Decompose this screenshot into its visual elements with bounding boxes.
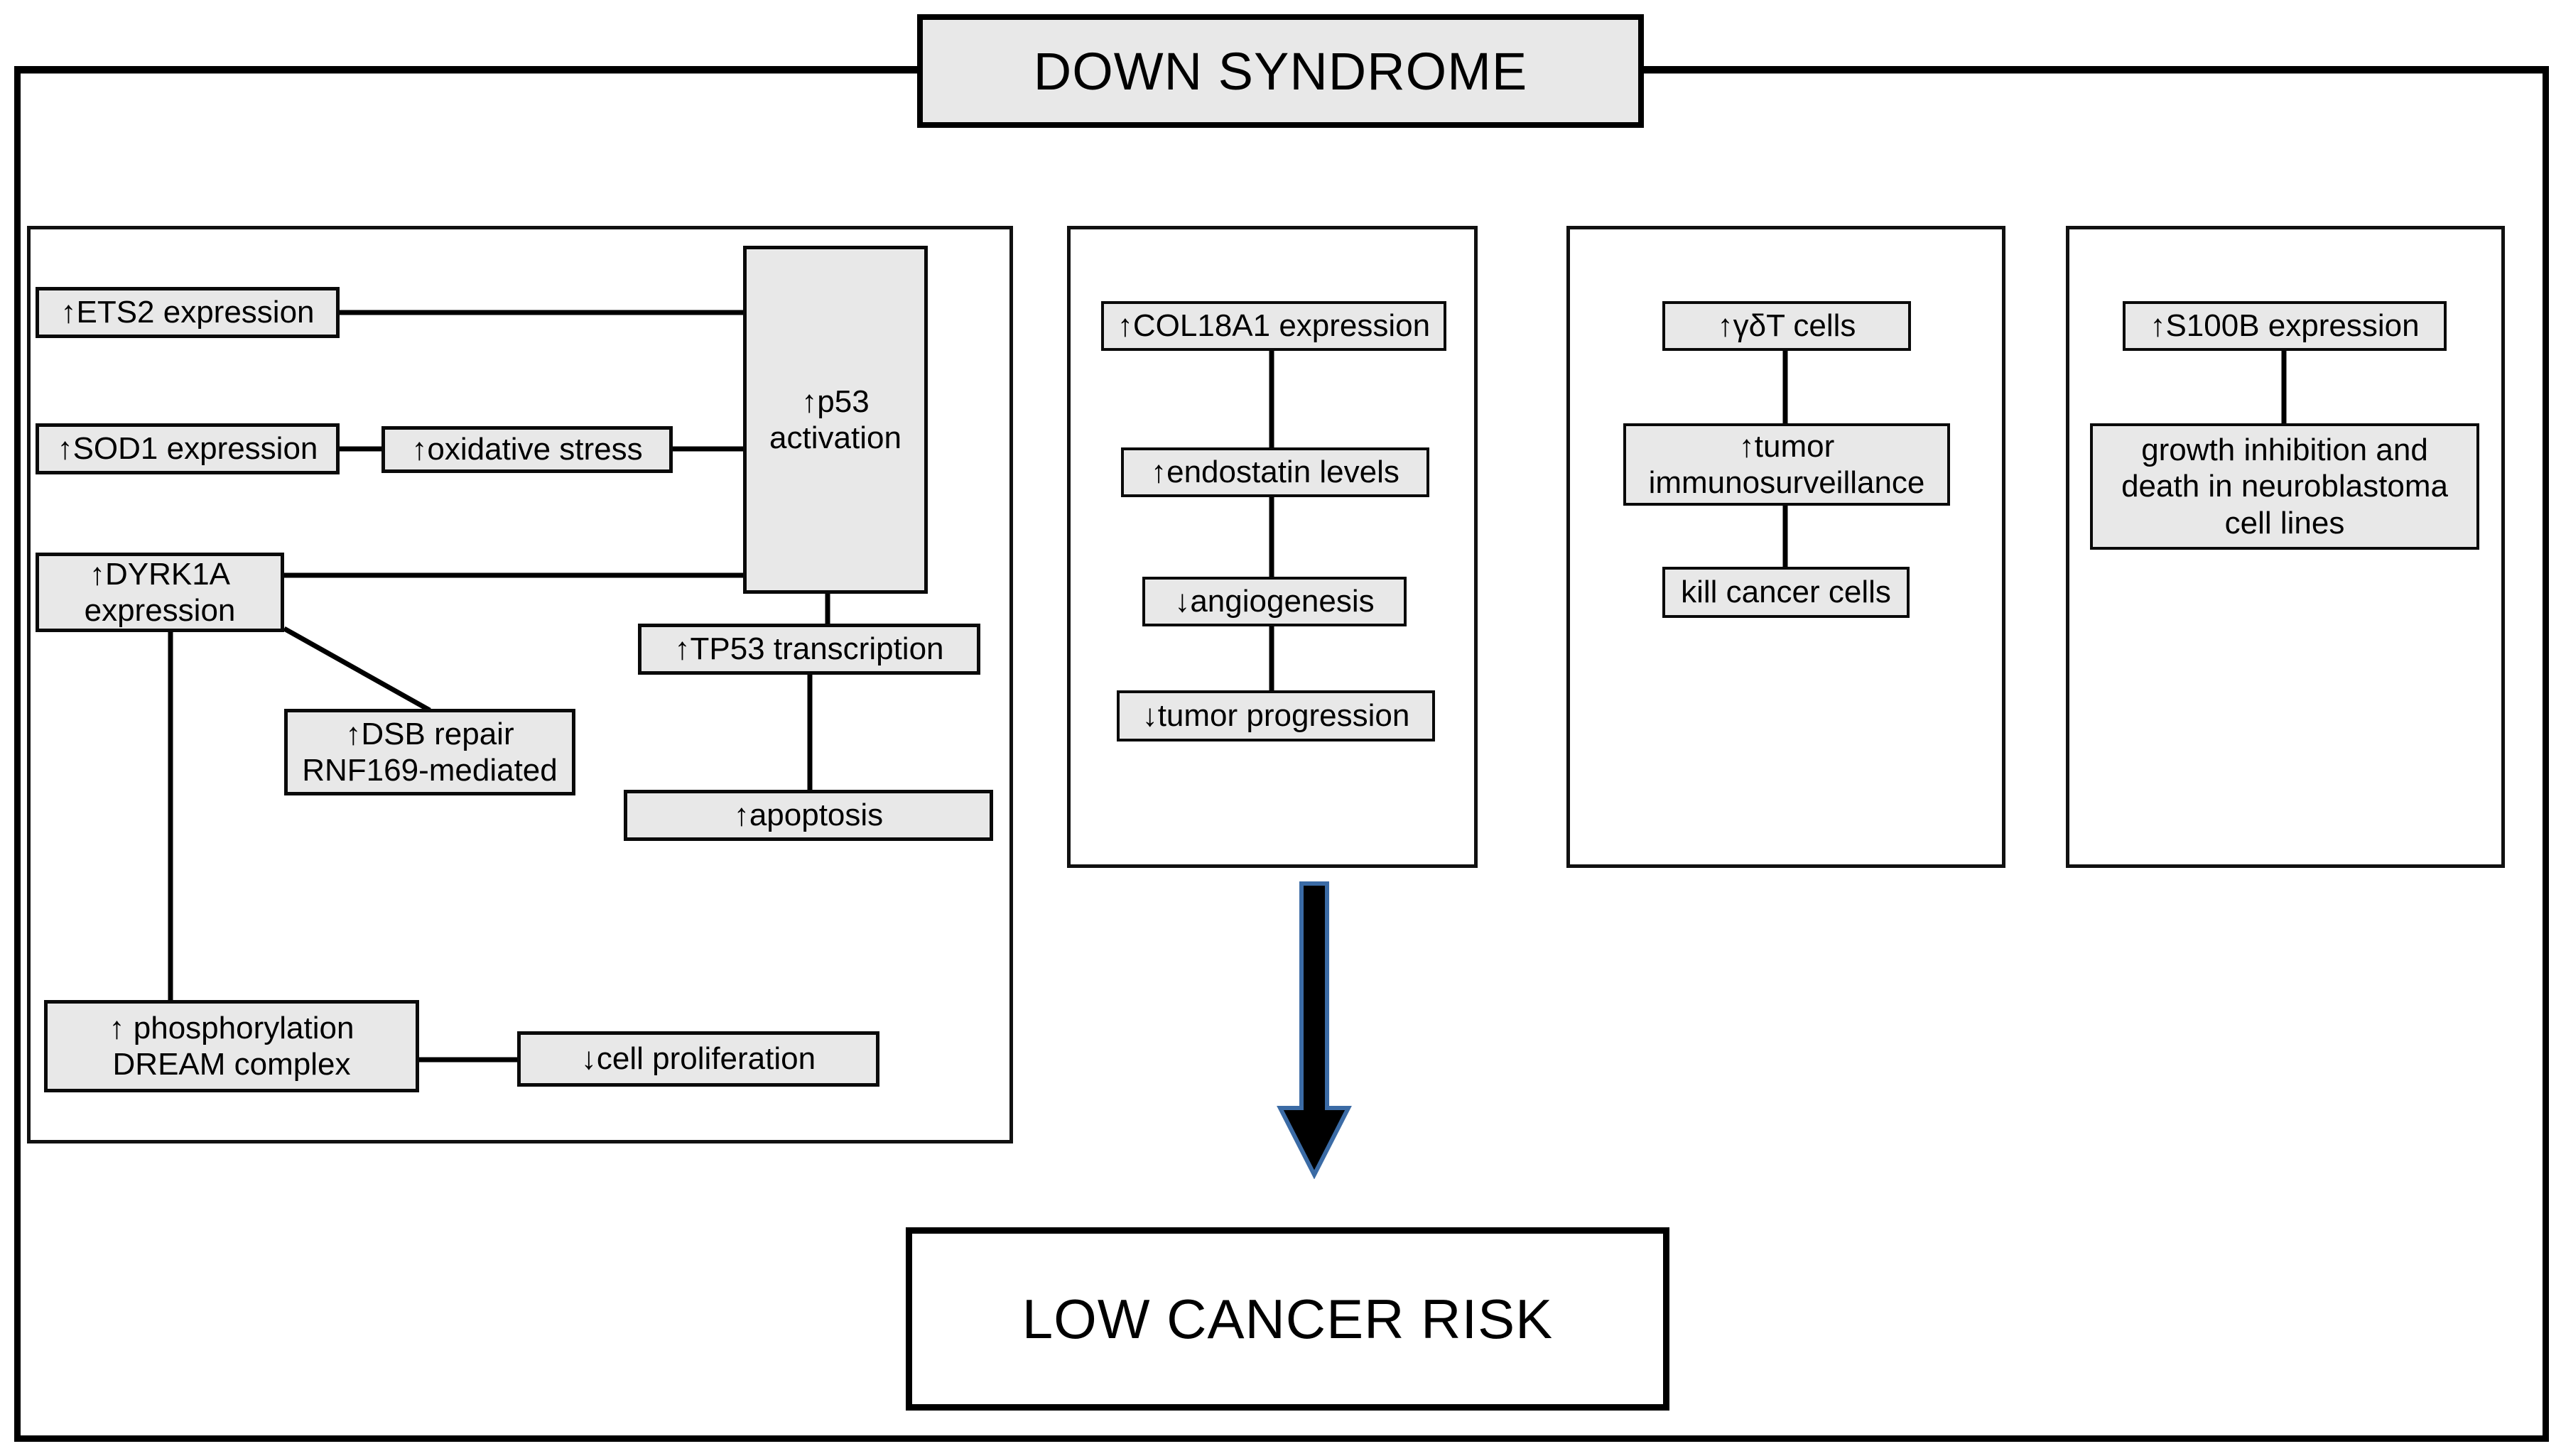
node-dyrk1a[interactable]: ↑DYRK1A expression [36,553,284,632]
page-title-label: DOWN SYNDROME [1033,41,1528,101]
node-label: ↑apoptosis [733,798,884,833]
node-label: ↑DYRK1A expression [84,556,236,628]
node-label: ↓cell proliferation [580,1041,816,1077]
node-label: growth inhibition and death in neuroblas… [2121,433,2448,540]
node-dsb-repair[interactable]: ↑DSB repair RNF169-mediated [284,709,575,795]
down-arrow-icon [1277,881,1352,1179]
node-oxidative-stress[interactable]: ↑oxidative stress [381,426,673,473]
node-label: ↑ phosphorylation DREAM complex [109,1010,354,1082]
node-sod1[interactable]: ↑SOD1 expression [36,423,340,474]
node-kill-cancer-cells[interactable]: kill cancer cells [1662,567,1910,618]
node-label: ↑TP53 transcription [674,631,944,667]
panel-angiogenesis-pathway [1067,226,1478,868]
panel-p53-pathway [27,226,1013,1143]
node-label: ↑oxidative stress [411,432,643,467]
node-angiogenesis[interactable]: ↓angiogenesis [1142,577,1407,626]
node-label: ↓tumor progression [1142,698,1410,734]
node-label: ↑DSB repair RNF169-mediated [302,716,558,788]
node-dream-complex[interactable]: ↑ phosphorylation DREAM complex [44,1000,419,1092]
node-s100b[interactable]: ↑S100B expression [2123,301,2447,351]
panel-immune-pathway [1566,226,2005,868]
panel-s100b-pathway [2066,226,2505,868]
node-tumor-immunosurveillance[interactable]: ↑tumor immunosurveillance [1623,423,1950,506]
node-apoptosis[interactable]: ↑apoptosis [624,790,993,841]
node-label: kill cancer cells [1681,575,1891,610]
node-label: ↑endostatin levels [1151,455,1399,490]
node-tp53-transcription[interactable]: ↑TP53 transcription [638,624,980,675]
node-label: ↑SOD1 expression [57,431,318,467]
node-label: ↑p53 activation [769,384,902,455]
node-tumor-progression[interactable]: ↓tumor progression [1117,690,1435,741]
node-label: ↓angiogenesis [1174,584,1375,619]
node-label: ↑γδT cells [1717,308,1856,344]
node-label: ↑S100B expression [2150,308,2420,344]
page-title: DOWN SYNDROME [917,14,1644,128]
node-p53-activation[interactable]: ↑p53 activation [743,246,928,594]
outcome-label: LOW CANCER RISK [1022,1287,1554,1350]
node-ets2[interactable]: ↑ETS2 expression [36,287,340,338]
outcome-box: LOW CANCER RISK [906,1227,1669,1411]
node-gd-t-cells[interactable]: ↑γδT cells [1662,301,1911,351]
node-endostatin[interactable]: ↑endostatin levels [1121,447,1429,497]
node-label: ↑tumor immunosurveillance [1648,428,1925,500]
node-cell-proliferation[interactable]: ↓cell proliferation [517,1031,879,1087]
node-label: ↑ETS2 expression [60,295,315,330]
node-growth-inhibition[interactable]: growth inhibition and death in neuroblas… [2090,423,2479,550]
node-label: ↑COL18A1 expression [1117,308,1431,344]
node-col18a1[interactable]: ↑COL18A1 expression [1101,301,1446,351]
